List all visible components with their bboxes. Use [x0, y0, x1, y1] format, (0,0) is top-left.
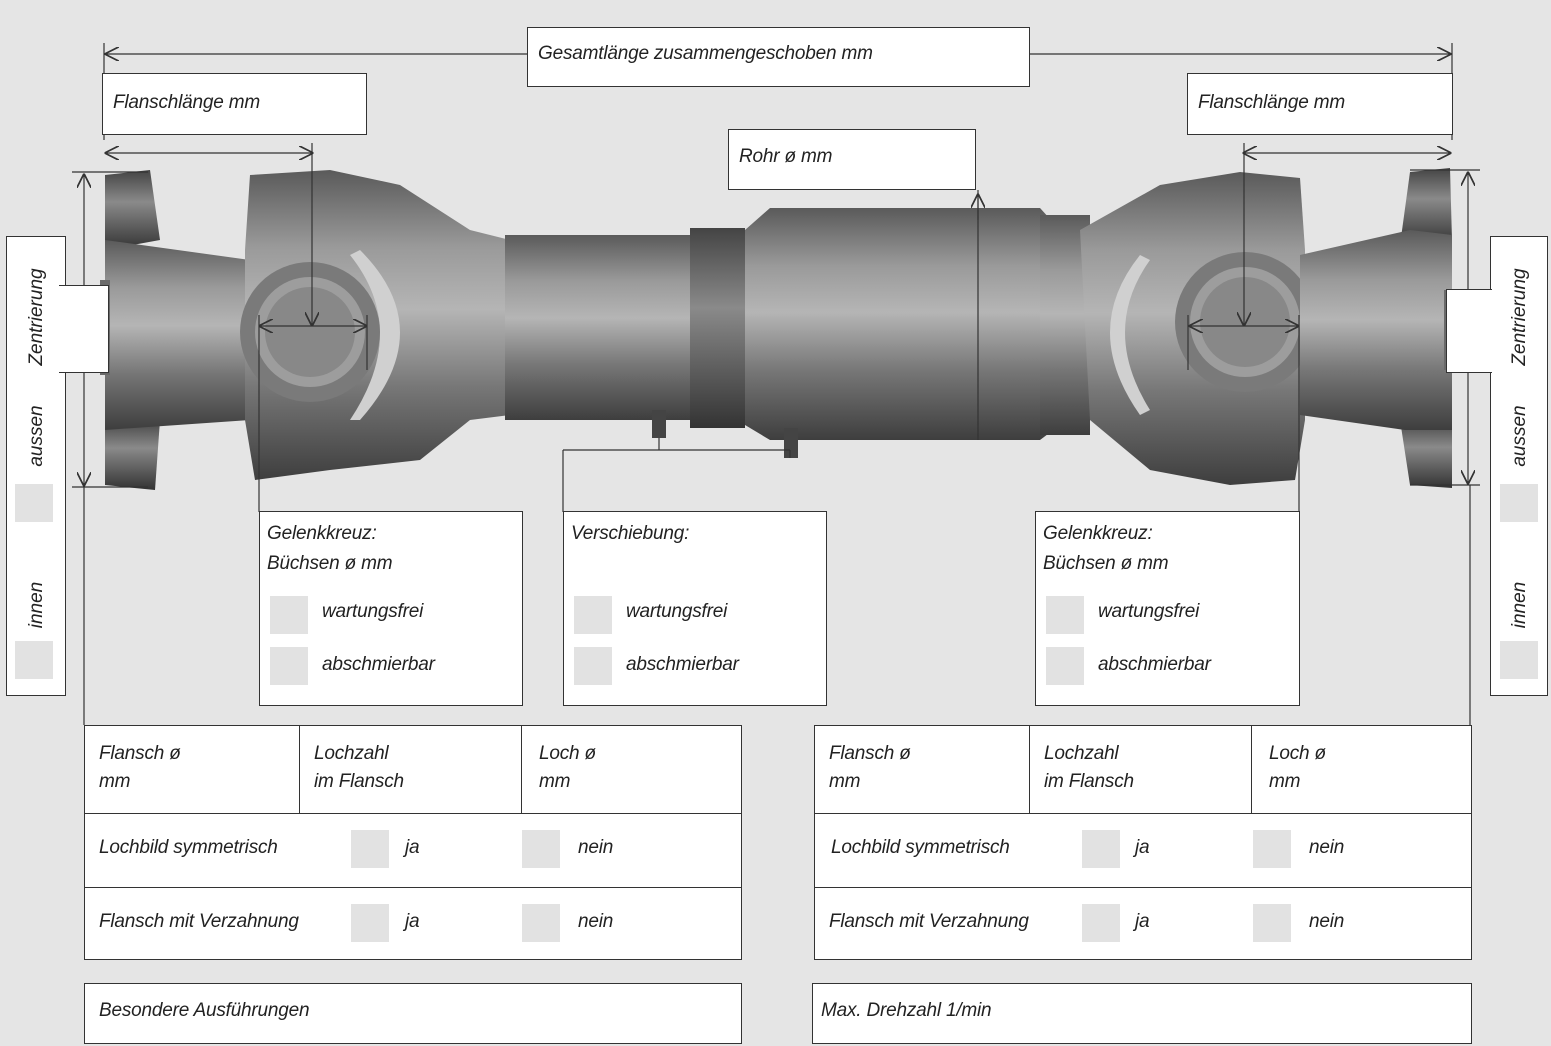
symmetric-yes-label: ja — [1135, 837, 1150, 858]
centering-right-label: Zentrierung — [1509, 268, 1530, 366]
toothed-flange-label: Flansch mit Verzahnung — [829, 911, 1029, 932]
toothed-yes-label: ja — [1135, 911, 1150, 932]
inner-right-label: innen — [1509, 581, 1530, 629]
slide-greasable-label: abschmierbar — [626, 654, 739, 675]
joint-left-title-1: Gelenkkreuz: — [267, 523, 377, 544]
joint-right-greasable-checkbox[interactable] — [1046, 647, 1084, 685]
special-designs-field[interactable]: Besondere Ausführungen — [84, 983, 742, 1044]
symmetric-yes-label: ja — [405, 837, 420, 858]
slide-maintenance-free-label: wartungsfrei — [626, 601, 728, 622]
centering-right-panel: Zentrierung aussen innen — [1446, 236, 1548, 696]
symmetric-no-label: nein — [578, 837, 614, 858]
joint-right-maintenance-free-label: wartungsfrei — [1098, 601, 1200, 622]
flange-diameter-header: Flansch ø — [99, 743, 181, 764]
hole-count-header: Lochzahl — [314, 743, 389, 764]
inner-left-label: innen — [26, 581, 47, 629]
toothed-yes-label: ja — [405, 911, 420, 932]
slide-maintenance-free-checkbox[interactable] — [574, 596, 612, 634]
flange-diameter-header: Flansch ø — [829, 743, 911, 764]
symmetric-yes-checkbox[interactable] — [351, 830, 389, 868]
joint-right-maintenance-free-checkbox[interactable] — [1046, 596, 1084, 634]
flange-table-left: Flansch ø mm Lochzahl im Flansch Loch ø … — [84, 725, 742, 960]
symmetric-pattern-label: Lochbild symmetrisch — [831, 837, 1010, 858]
centering-left-panel: Zentrierung aussen innen — [6, 236, 109, 696]
joint-right-title-2: Büchsen ø mm — [1043, 553, 1169, 574]
outer-right-checkbox[interactable] — [1500, 484, 1538, 522]
flange-length-left-label: Flanschlänge mm — [113, 92, 260, 113]
joint-right-box: Gelenkkreuz: Büchsen ø mm wartungsfrei a… — [1035, 511, 1300, 706]
inner-right-checkbox[interactable] — [1500, 641, 1538, 679]
centering-right-notch — [1446, 289, 1492, 373]
outer-right-label: aussen — [1509, 405, 1530, 467]
left-yoke — [240, 170, 510, 480]
toothed-no-label: nein — [578, 911, 614, 932]
flange-diameter-unit: mm — [829, 771, 861, 792]
joint-left-greasable-checkbox[interactable] — [270, 647, 308, 685]
toothed-flange-label: Flansch mit Verzahnung — [99, 911, 299, 932]
right-flange — [1300, 168, 1454, 488]
tube-diameter-label: Rohr ø mm — [739, 146, 833, 167]
joint-left-maintenance-free-checkbox[interactable] — [270, 596, 308, 634]
toothed-yes-checkbox[interactable] — [1082, 904, 1120, 942]
symmetric-no-checkbox[interactable] — [1253, 830, 1291, 868]
flange-table-right: Flansch ø mm Lochzahl im Flansch Loch ø … — [814, 725, 1472, 960]
hole-diameter-header: Loch ø — [1269, 743, 1326, 764]
centering-left-notch — [59, 285, 109, 373]
hole-diameter-unit: mm — [539, 771, 571, 792]
toothed-no-checkbox[interactable] — [1253, 904, 1291, 942]
hole-count-subheader: im Flansch — [1044, 771, 1134, 792]
toothed-yes-checkbox[interactable] — [351, 904, 389, 942]
symmetric-no-label: nein — [1309, 837, 1345, 858]
tube-diameter-box[interactable]: Rohr ø mm — [728, 129, 976, 190]
joint-left-greasable-label: abschmierbar — [322, 654, 435, 675]
slide-greasable-checkbox[interactable] — [574, 647, 612, 685]
hole-count-subheader: im Flansch — [314, 771, 404, 792]
max-speed-field[interactable]: Max. Drehzahl 1/min — [812, 983, 1472, 1044]
joint-right-greasable-label: abschmierbar — [1098, 654, 1211, 675]
outer-left-checkbox[interactable] — [15, 484, 53, 522]
slide-box: Verschiebung: wartungsfrei abschmierbar — [563, 511, 827, 706]
joint-left-title-2: Büchsen ø mm — [267, 553, 393, 574]
flange-diameter-unit: mm — [99, 771, 131, 792]
center-tube — [505, 208, 1090, 458]
right-yoke — [1080, 172, 1315, 485]
joint-left-maintenance-free-label: wartungsfrei — [322, 601, 424, 622]
flange-length-right-label: Flanschlänge mm — [1198, 92, 1345, 113]
flange-length-right-box[interactable]: Flanschlänge mm — [1187, 73, 1453, 135]
hole-diameter-unit: mm — [1269, 771, 1301, 792]
total-length-box[interactable]: Gesamtlänge zusammengeschoben mm — [527, 27, 1030, 87]
toothed-no-label: nein — [1309, 911, 1345, 932]
joint-right-title-1: Gelenkkreuz: — [1043, 523, 1153, 544]
symmetric-yes-checkbox[interactable] — [1082, 830, 1120, 868]
slide-title: Verschiebung: — [571, 523, 690, 544]
toothed-no-checkbox[interactable] — [522, 904, 560, 942]
joint-left-box: Gelenkkreuz: Büchsen ø mm wartungsfrei a… — [259, 511, 523, 706]
symmetric-no-checkbox[interactable] — [522, 830, 560, 868]
inner-left-checkbox[interactable] — [15, 641, 53, 679]
total-length-label: Gesamtlänge zusammengeschoben mm — [538, 43, 873, 64]
symmetric-pattern-label: Lochbild symmetrisch — [99, 837, 278, 858]
max-speed-label: Max. Drehzahl 1/min — [821, 1000, 992, 1021]
outer-left-label: aussen — [26, 405, 47, 467]
flange-length-left-box[interactable]: Flanschlänge mm — [102, 73, 367, 135]
special-designs-label: Besondere Ausführungen — [99, 1000, 310, 1021]
hole-diameter-header: Loch ø — [539, 743, 596, 764]
centering-left-label: Zentrierung — [26, 268, 47, 366]
hole-count-header: Lochzahl — [1044, 743, 1119, 764]
